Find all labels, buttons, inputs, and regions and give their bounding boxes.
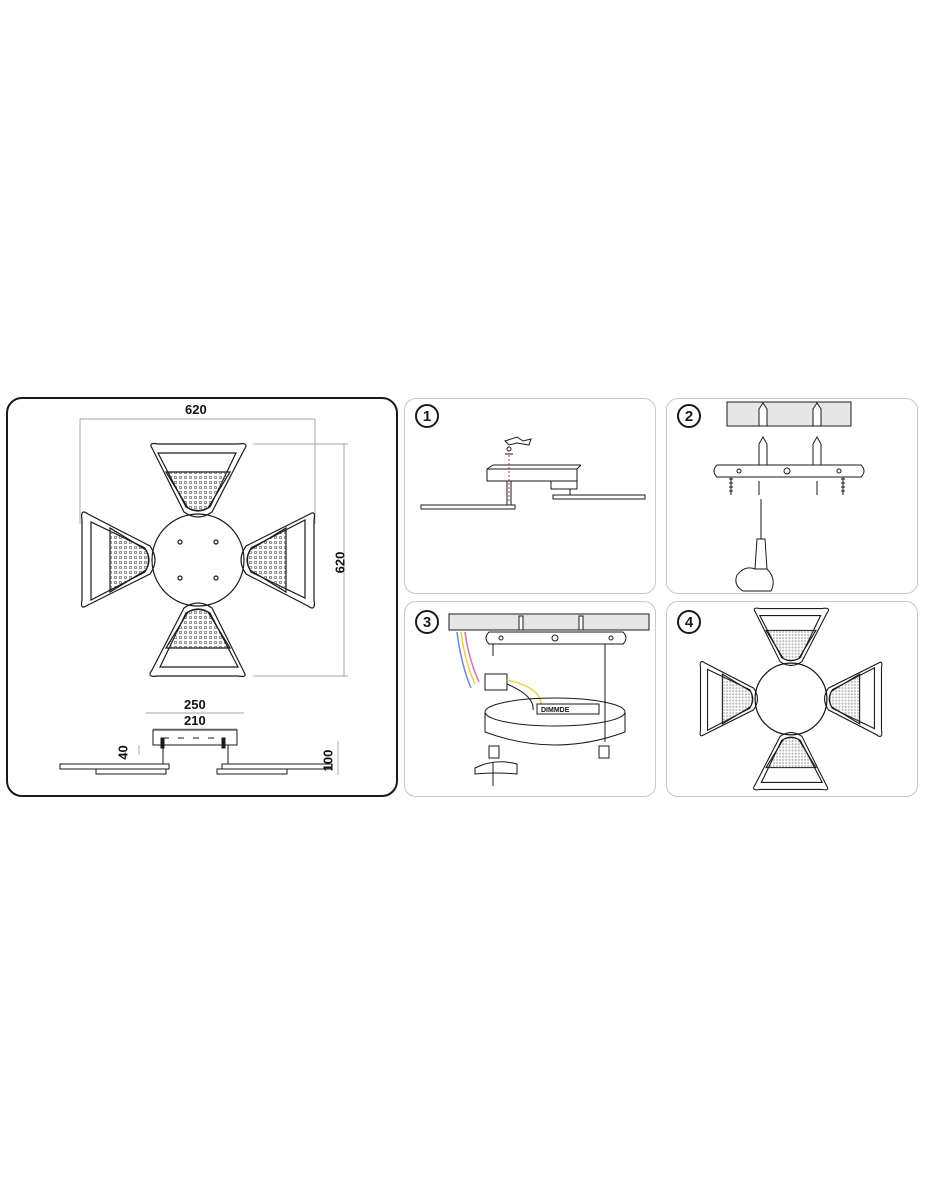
step-2-number: 2: [677, 404, 701, 428]
dimension-base-outer: 250: [184, 697, 206, 712]
driver-label: DIMMDE: [541, 707, 570, 714]
step-2-panel: 2: [666, 398, 918, 594]
step-4-assembled-drawing: [699, 607, 883, 791]
lamp-top-view-drawing: [59, 418, 348, 775]
dimension-width: 620: [185, 402, 207, 417]
dimension-total-height: 100: [320, 749, 336, 772]
dimension-height: 620: [332, 551, 348, 574]
dimension-base-inner: 210: [184, 713, 206, 728]
step-4-panel: 4: [666, 601, 918, 797]
lamp-side-view: [59, 712, 339, 775]
step-1-drawing: [420, 436, 646, 510]
dimension-base-height: 40: [115, 745, 131, 760]
step-2-drawing: [713, 401, 865, 592]
step-3-number: 3: [415, 610, 439, 634]
step-1-number: 1: [415, 404, 439, 428]
step-1-panel: 1: [404, 398, 656, 594]
step-3-panel: 3 DIMMDE: [404, 601, 656, 797]
step-3-drawing: [448, 613, 650, 786]
step-4-number: 4: [677, 610, 701, 634]
dimension-drawing-panel: 620 620 250 210 40 100: [6, 397, 398, 797]
